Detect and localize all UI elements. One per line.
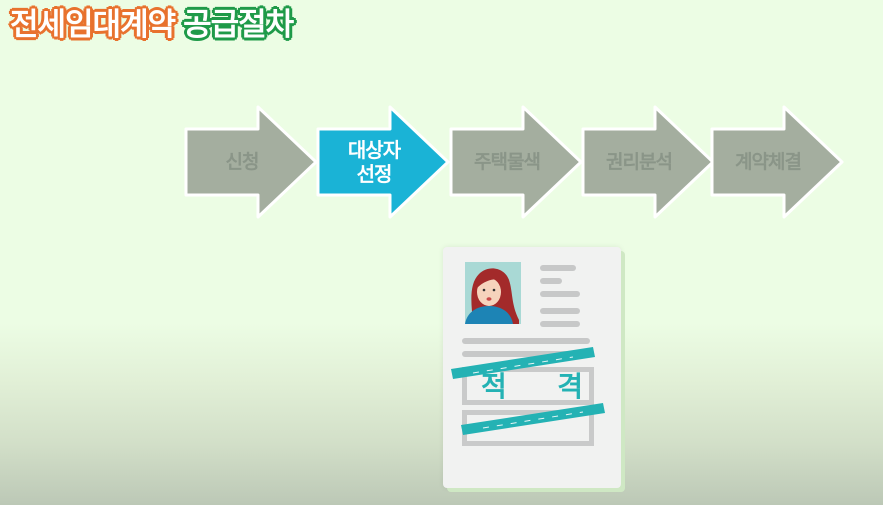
title-part-1: 전세임대계약 [10,7,176,43]
text-line [540,308,580,314]
slide-title: 전세임대계약 공급절차 [10,7,294,43]
arrow-shape-icon [316,105,450,219]
step-rights-analysis: 권리분석 [580,104,730,220]
text-line [540,321,580,327]
text-line [462,351,590,357]
step-label: 권리분석 [606,150,673,173]
stamp-lines-icon [451,347,605,435]
form-box [462,367,594,405]
text-line [540,278,562,284]
arrow-shape-icon [449,105,583,219]
step-contract: 계약체결 [709,104,859,220]
stamp-char: 격 [557,370,585,403]
step-label: 계약체결 [735,150,802,173]
arrow-shape-icon [184,105,318,219]
title-part-2: 공급절차 [183,7,294,43]
step-label: 신청 [225,150,260,173]
stamp-char: 적 [481,370,509,403]
woman-avatar-icon [465,268,519,324]
text-line [540,265,576,271]
step-label: 대상자 선정 [347,138,401,186]
step-apply: 신청 [183,104,333,220]
text-line [462,338,590,344]
arrow-shape-icon [581,105,715,219]
applicant-photo [465,262,521,324]
arrow-shape-icon [710,105,844,219]
step-label: 주택물색 [474,150,541,173]
step-selection-active: 대상자 선정 [315,104,465,220]
text-line [540,291,580,297]
step-house-search: 주택물색 [448,104,598,220]
process-steps: 신청 대상자 선정 주택물색 권리분석 계약체결 [0,0,883,240]
